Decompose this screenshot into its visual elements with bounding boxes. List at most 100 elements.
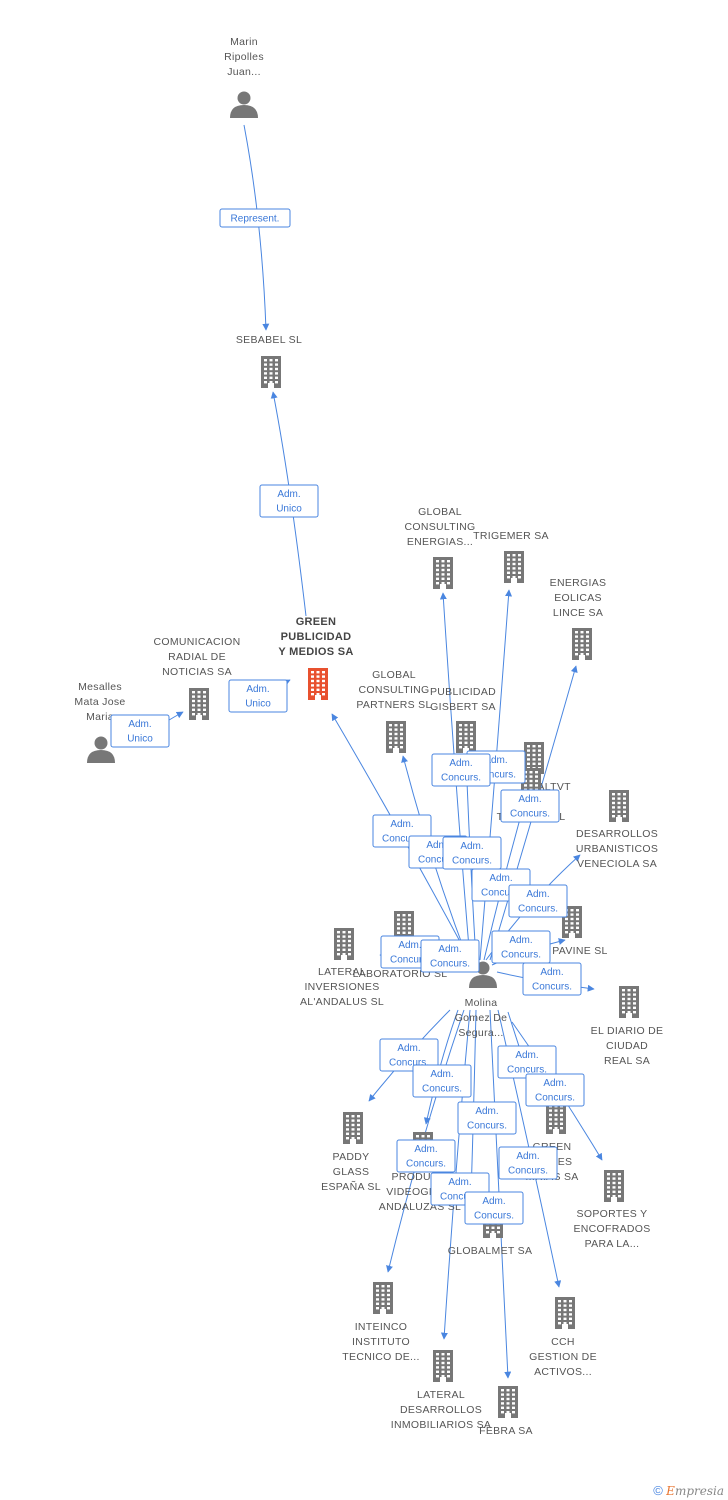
relation-label-box — [457, 1101, 517, 1135]
person-icon — [469, 961, 497, 988]
node-marin[interactable]: MarinRipollesJuan... — [224, 36, 264, 118]
relation-label-text: Adm. — [390, 819, 413, 830]
relation-label[interactable]: Adm.Concurs. — [525, 1073, 585, 1107]
node-label-line: TECNICO DE... — [342, 1351, 419, 1363]
node-label-line: CIUDAD — [606, 1040, 648, 1052]
node-trigemer[interactable]: TRIGEMER SA — [473, 530, 549, 583]
relation-label-text: Concurs. — [389, 1058, 429, 1069]
relation-label[interactable]: Represent. — [219, 208, 291, 228]
relation-label[interactable]: Adm.Concurs. — [522, 962, 582, 996]
building-window — [576, 926, 579, 929]
relation-label[interactable]: Adm.Concurs. — [396, 1139, 456, 1173]
relation-label-box — [522, 962, 582, 996]
relation-label[interactable]: Adm.Concurs. — [379, 1038, 439, 1072]
building-window — [342, 939, 346, 943]
building-window — [337, 935, 340, 938]
relation-label[interactable]: Adm.Concurs. — [498, 1146, 558, 1180]
relation-label[interactable]: Adm.Concurs. — [412, 1064, 472, 1098]
copyright-symbol: © — [653, 1483, 663, 1498]
building-window — [275, 367, 278, 371]
node-gc-energias[interactable]: GLOBALCONSULTINGENERGIAS... — [404, 506, 475, 589]
building-window — [348, 931, 351, 934]
node-label-line: INTEINCO — [355, 1321, 408, 1333]
building-icon — [334, 928, 354, 960]
building-window — [441, 573, 445, 576]
relation-label[interactable]: Adm.Concurs. — [431, 753, 491, 787]
relation-label[interactable]: Adm.Unico — [259, 484, 319, 518]
building-window — [623, 815, 626, 818]
building-window — [554, 1113, 558, 1117]
building-window — [311, 693, 314, 696]
building-window — [316, 679, 320, 683]
relation-label-text: Adm. — [526, 889, 549, 900]
building-window — [612, 1173, 616, 1176]
building-window — [570, 917, 574, 921]
building-window — [633, 1011, 636, 1014]
relation-label-text: Concurs. — [467, 1121, 507, 1132]
relation-label-text: Concurs. — [440, 1192, 480, 1203]
building-window — [192, 691, 195, 694]
building-window — [408, 918, 411, 921]
relation-label-text: Concurs. — [390, 955, 430, 966]
building-window — [441, 1366, 445, 1369]
building-window — [518, 567, 521, 570]
building-window — [618, 1181, 621, 1185]
relation-label[interactable]: Adm.Unico — [110, 714, 170, 748]
relation-label-text: Adm. — [540, 967, 563, 978]
building-icon — [308, 668, 328, 700]
node-febra[interactable]: FEBRA SA — [479, 1386, 533, 1437]
building-window — [607, 1186, 610, 1189]
person-icon — [87, 736, 115, 763]
node-sebabel[interactable]: SEBABEL SL — [236, 334, 302, 388]
building-window — [569, 1300, 572, 1303]
building-window — [447, 573, 450, 576]
relation-label[interactable]: Adm.Concurs. — [464, 1191, 524, 1225]
relation-label[interactable]: Adm.Concurs. — [491, 930, 551, 964]
building-window — [622, 997, 625, 1001]
relation-label[interactable]: Adm.Concurs. — [508, 884, 568, 918]
relation-label[interactable]: Adm.Concurs. — [497, 1045, 557, 1079]
building-window — [357, 1137, 360, 1140]
building-window — [575, 635, 578, 638]
building-window — [192, 704, 195, 707]
building-window — [342, 931, 346, 934]
building-window — [618, 1195, 621, 1198]
building-window — [518, 571, 521, 574]
relation-label[interactable]: Adm.Unico — [228, 679, 288, 713]
relation-label[interactable]: Adm.Concurs. — [500, 789, 560, 823]
relation-label-text: Adm. — [518, 794, 541, 805]
building-window — [497, 1226, 500, 1229]
relation-label[interactable]: Adm.Concurs. — [457, 1101, 517, 1135]
node-label-line: REAL SA — [604, 1055, 650, 1067]
building-window — [580, 631, 584, 634]
relation-label[interactable]: Adm.Concurs. — [420, 939, 480, 973]
building-window — [376, 1298, 379, 1301]
node-label-line: Ripolles — [224, 51, 264, 63]
building-window — [612, 797, 615, 800]
relation-label[interactable]: Adm.Concurs. — [442, 836, 502, 870]
building-window — [264, 363, 267, 366]
building-icon — [433, 557, 453, 589]
building-window — [316, 688, 320, 691]
building-window — [381, 1285, 385, 1288]
relation-label-text: Adm. — [398, 940, 421, 951]
building-icon — [189, 688, 209, 720]
relation-label-text: Adm. — [484, 755, 507, 766]
building-window — [627, 1006, 631, 1009]
building-door — [626, 1013, 632, 1018]
